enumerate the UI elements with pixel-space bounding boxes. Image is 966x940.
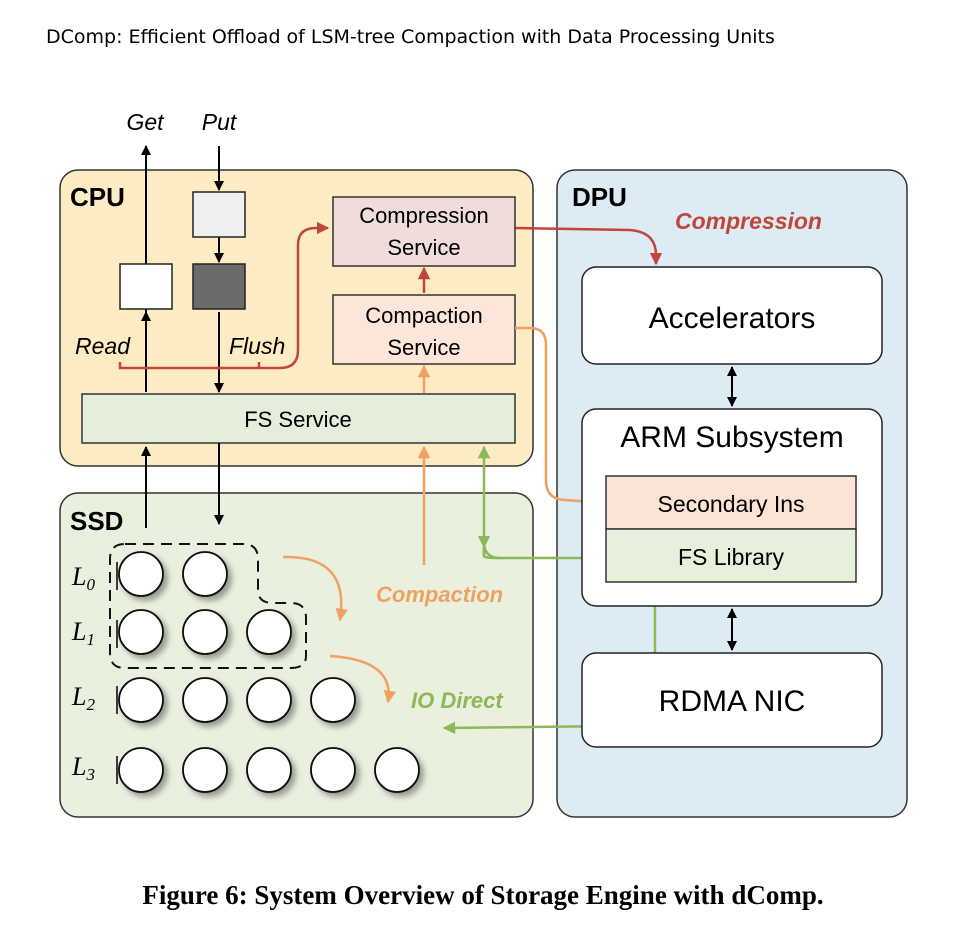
- compaction-service-box: [332, 294, 516, 365]
- sst-file-l1-1: [118, 609, 164, 655]
- compression-flow-label: Compression: [675, 208, 822, 234]
- put-label: Put: [202, 109, 238, 135]
- level-label-0: L0: [71, 562, 95, 594]
- read-label: Read: [75, 333, 131, 359]
- io-direct-to-fs: [477, 535, 501, 560]
- sst-file-l3-1: [118, 747, 164, 793]
- accelerators-label: Accelerators: [649, 302, 816, 335]
- arm-subsystem-label: ARM Subsystem: [620, 421, 843, 454]
- flush-label: Flush: [229, 333, 285, 359]
- compaction-flow-label: Compaction: [376, 582, 503, 607]
- ssd-region: [59, 492, 534, 818]
- light-block: [192, 191, 246, 238]
- dark-block: [192, 263, 246, 310]
- compression-path-cpu: [118, 221, 330, 370]
- sst-file-l3-5: [374, 747, 420, 793]
- secondary-ins-box: [605, 475, 857, 530]
- sst-file-l3-3: [246, 747, 292, 793]
- compaction-selection-outline: [109, 543, 307, 669]
- sst-file-l3-2: [182, 747, 228, 793]
- level-label-2: L2: [71, 682, 95, 714]
- compaction-curve-l1-l2: [329, 654, 397, 704]
- fs-library-label: FS Library: [678, 544, 785, 570]
- compaction-offload-path: [515, 326, 604, 509]
- rdma-nic-label: RDMA NIC: [659, 685, 806, 718]
- cpu-title: CPU: [70, 182, 125, 212]
- figure-caption: Figure 6: System Overview of Storage Eng…: [142, 880, 824, 910]
- fs-service-label: FS Service: [244, 407, 352, 432]
- running-title: DComp: Efficient Offload of LSM-tree Com…: [46, 26, 775, 48]
- secondary-ins-label: Secondary Ins: [657, 491, 804, 517]
- io-direct-flow-label: IO Direct: [411, 688, 504, 713]
- sst-file-l0-1: [118, 551, 164, 597]
- level-label-3: L3: [71, 752, 95, 784]
- fs-service-box: [81, 393, 516, 444]
- level-label-1: L1: [71, 617, 95, 649]
- sst-file-l2-4: [310, 677, 356, 723]
- sst-file-l2-2: [182, 677, 228, 723]
- dpu-title: DPU: [572, 182, 627, 212]
- sst-file-l1-2: [182, 609, 228, 655]
- white-block: [119, 263, 173, 310]
- sst-file-l2-1: [118, 677, 164, 723]
- ssd-title: SSD: [70, 506, 123, 536]
- sst-file-l3-4: [310, 747, 356, 793]
- accelerators-box: [581, 266, 883, 365]
- compaction-service-line1: Compaction: [365, 303, 482, 328]
- sst-file-l1-3: [246, 609, 292, 655]
- sst-file-l2-3: [246, 677, 292, 723]
- system-diagram: CPU SSD DPU Get Put Read Flush Compressi…: [59, 109, 908, 818]
- sst-layer: [118, 551, 420, 793]
- compression-service-line1: Compression: [359, 203, 489, 228]
- fs-library-box: [605, 528, 857, 583]
- compression-path-dpu: [514, 226, 663, 266]
- sst-file-l0-2: [182, 551, 228, 597]
- get-label: Get: [126, 109, 165, 135]
- compression-service-box: [332, 196, 516, 267]
- compression-service-line2: Service: [387, 235, 460, 260]
- compaction-service-line2: Service: [387, 335, 460, 360]
- rdma-nic-box: [581, 652, 883, 748]
- compaction-curve-l0-l1: [282, 555, 348, 622]
